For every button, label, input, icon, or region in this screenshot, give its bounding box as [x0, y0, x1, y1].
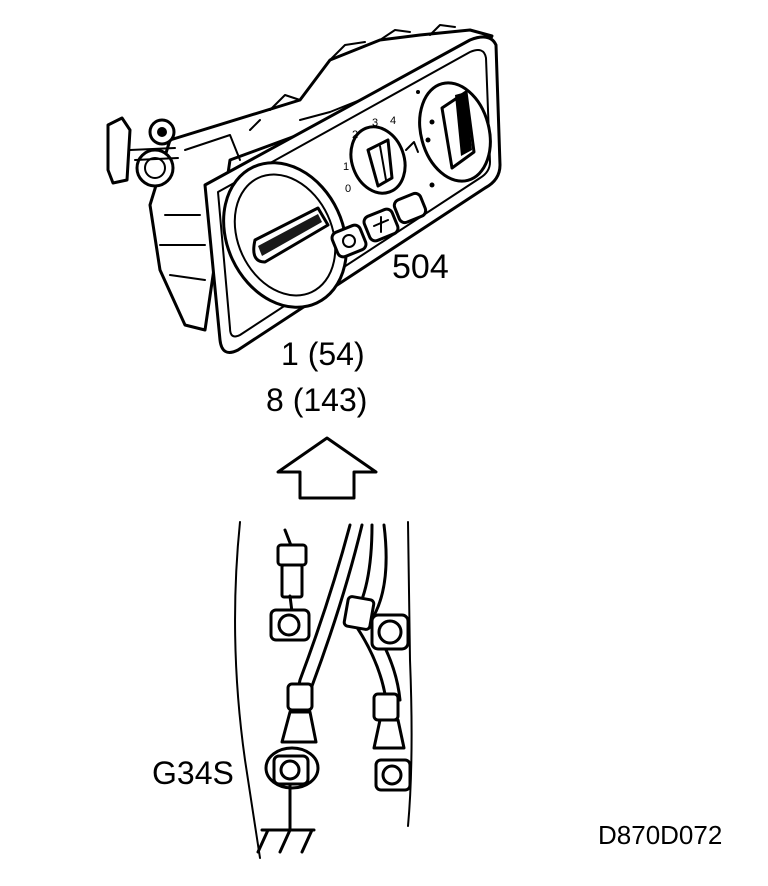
- push-buttons: [330, 191, 428, 259]
- figure-id-label: D870D072: [598, 820, 723, 850]
- knob-scale-digit-4: 4: [390, 115, 396, 127]
- knob-scale-digit-2: 2: [352, 129, 358, 141]
- direction-arrow-up: [276, 436, 378, 500]
- specification-line-1: 1 (54): [281, 336, 365, 372]
- temperature-knob: [222, 161, 348, 309]
- heater-control-module: [106, 24, 502, 354]
- knob-scale-digit-3: 3: [372, 117, 378, 129]
- mode-knob: [418, 81, 492, 183]
- ground-point-label: G34S: [152, 755, 234, 791]
- knob-scale-digit-1: 1: [343, 161, 349, 173]
- ground-harness-assembly: [234, 521, 413, 859]
- module-reference-label: 504: [392, 248, 449, 286]
- side-gear-assembly: [106, 116, 179, 188]
- fan-speed-knob: [349, 125, 407, 195]
- knob-scale-digit-0: 0: [345, 183, 351, 195]
- specification-line-2: 8 (143): [266, 382, 368, 418]
